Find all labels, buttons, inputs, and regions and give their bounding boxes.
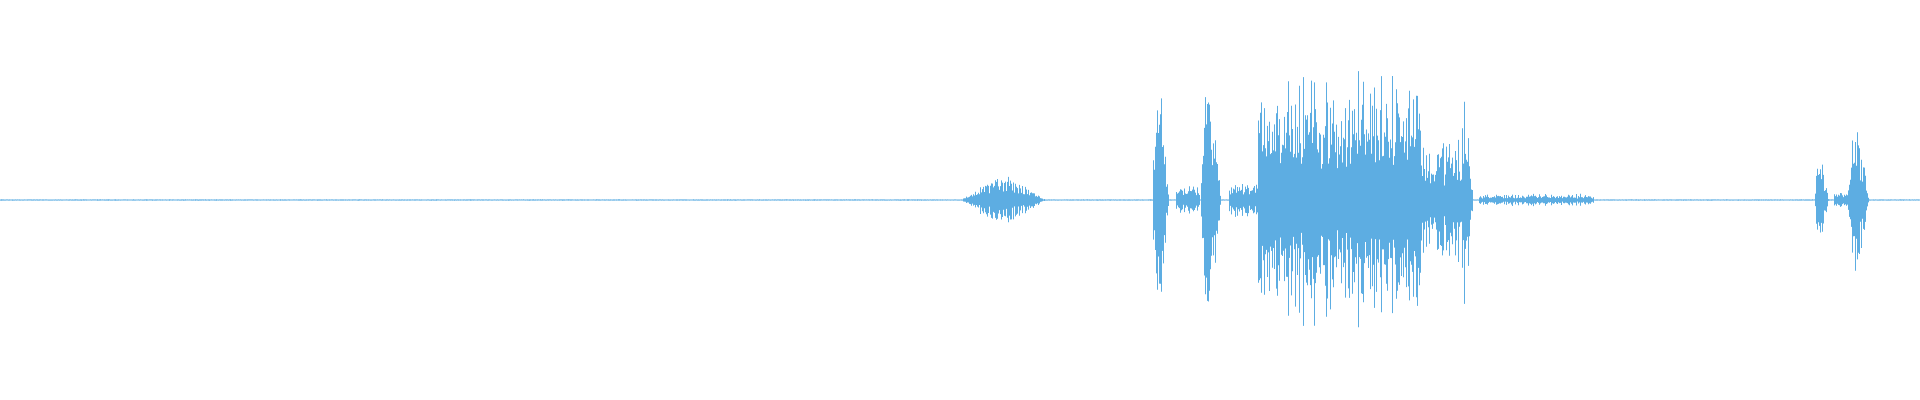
waveform-bars xyxy=(0,71,1920,328)
